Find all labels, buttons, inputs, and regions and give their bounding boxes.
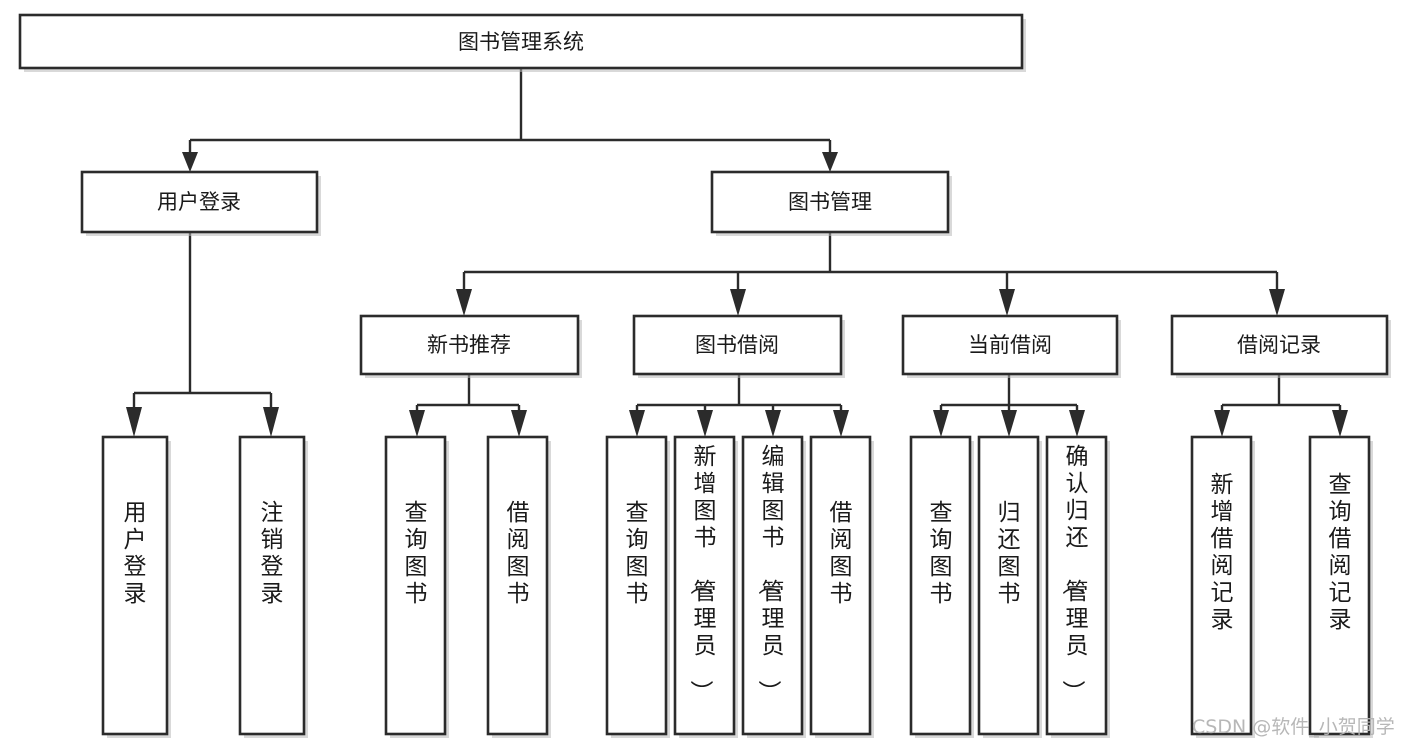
arrowhead-bookborrow-leaf4 — [833, 410, 849, 437]
leaf-borrowrecord-query-record-label: 查询借阅记录 — [1329, 472, 1352, 633]
leaf-bookborrow-query-book-label: 查询图书 — [626, 500, 649, 607]
arrowhead-borrowrecord-leaf2 — [1332, 410, 1348, 437]
leaf-newbook-borrow-book-label: 借阅图书 — [507, 500, 530, 607]
arrowhead-current-borrow — [999, 289, 1015, 316]
node-current-borrow[interactable]: 当前借阅 — [901, 314, 1121, 378]
node-user-login-rect — [80, 170, 319, 234]
arrowhead-borrow-record — [1269, 289, 1285, 316]
leaf-currentborrow-confirm-return-rect — [1045, 435, 1108, 736]
arrowhead-currentborrow-leaf2 — [1001, 410, 1017, 437]
node-root[interactable]: 图书管理系统 — [18, 13, 1026, 72]
node-root-label: 图书管理系统 — [458, 30, 584, 54]
arrowhead-user-login — [182, 152, 198, 172]
node-new-book-recommend-label: 新书推荐 — [427, 333, 511, 357]
leaf-bookborrow-borrow-book[interactable]: 借阅图书 — [809, 435, 874, 738]
leaf-bookborrow-query-book-rect — [605, 435, 668, 736]
arrowhead-bookborrow-leaf3 — [765, 410, 781, 437]
node-new-book-recommend-rect — [359, 314, 580, 376]
arrowhead-book-borrow — [730, 289, 746, 316]
leaf-logout[interactable]: 注销登录 — [238, 435, 308, 738]
leaf-currentborrow-query-book-label: 查询图书 — [930, 500, 953, 607]
leaf-bookborrow-borrow-book-rect — [809, 435, 872, 736]
leaf-currentborrow-query-book-rect — [909, 435, 972, 736]
arrowhead-currentborrow-leaf3 — [1069, 410, 1085, 437]
leaf-logout-label: 注销登录 — [261, 500, 284, 607]
leaf-newbook-query-book[interactable]: 查询图书 — [384, 435, 449, 738]
leaf-currentborrow-return-book-rect — [977, 435, 1040, 736]
leaf-bookborrow-edit-book-label: 编辑图书（管理员） — [756, 444, 785, 703]
node-borrow-record-rect — [1170, 314, 1389, 376]
node-user-login-label: 用户登录 — [157, 190, 241, 214]
arrowhead-newbook-leaf2 — [511, 410, 527, 437]
leaf-bookborrow-borrow-book-label: 借阅图书 — [830, 500, 853, 607]
node-user-login[interactable]: 用户登录 — [80, 170, 321, 236]
node-book-management-rect — [710, 170, 950, 234]
leaf-bookborrow-edit-book-rect — [741, 435, 804, 736]
node-borrow-record[interactable]: 借阅记录 — [1170, 314, 1391, 378]
node-root-rect — [18, 13, 1024, 70]
leaf-newbook-query-book-label: 查询图书 — [405, 500, 428, 607]
leaf-logout-rect — [238, 435, 306, 736]
node-new-book-recommend[interactable]: 新书推荐 — [359, 314, 582, 378]
arrowhead-borrowrecord-leaf1 — [1214, 410, 1230, 437]
arrowhead-bookborrow-leaf2 — [697, 410, 713, 437]
leaf-bookborrow-add-book-label: 新增图书（管理员） — [688, 444, 717, 703]
connector-group — [126, 68, 1348, 437]
leaf-currentborrow-return-book[interactable]: 归还图书 — [977, 435, 1042, 738]
leaf-currentborrow-confirm-return[interactable]: 确认归还（管理员） — [1045, 435, 1110, 738]
node-current-borrow-label: 当前借阅 — [968, 333, 1052, 357]
leaf-user-login-label: 用户登录 — [124, 500, 147, 607]
node-book-borrow-rect — [632, 314, 843, 376]
node-book-management-label: 图书管理 — [788, 190, 872, 214]
leaf-currentborrow-confirm-return-label: 确认归还（管理员） — [1060, 444, 1089, 703]
node-borrow-record-label: 借阅记录 — [1237, 333, 1321, 357]
leaf-bookborrow-add-book[interactable]: 新增图书（管理员） — [673, 435, 738, 738]
arrowhead-bookborrow-leaf1 — [629, 410, 645, 437]
arrowhead-new-book — [456, 289, 472, 316]
leaf-currentborrow-query-book[interactable]: 查询图书 — [909, 435, 974, 738]
arrowhead-currentborrow-leaf1 — [933, 410, 949, 437]
arrowhead-leaf-logout — [263, 407, 279, 437]
leaf-currentborrow-return-book-label: 归还图书 — [998, 500, 1021, 607]
leaf-user-login-rect — [101, 435, 169, 736]
leaf-borrowrecord-query-record[interactable]: 查询借阅记录 — [1308, 435, 1373, 738]
node-book-borrow-label: 图书借阅 — [695, 333, 779, 357]
arrowhead-newbook-leaf1 — [409, 410, 425, 437]
leaf-newbook-borrow-book[interactable]: 借阅图书 — [486, 435, 551, 738]
watermark-text: CSDN @软件_小贺同学 — [1192, 716, 1395, 738]
leaf-newbook-query-book-rect — [384, 435, 447, 736]
leaf-bookborrow-add-book-rect — [673, 435, 736, 736]
leaf-borrowrecord-add-record-label: 新增借阅记录 — [1211, 472, 1234, 633]
node-current-borrow-rect — [901, 314, 1119, 376]
leaf-bookborrow-query-book[interactable]: 查询图书 — [605, 435, 670, 738]
leaf-newbook-borrow-book-rect — [486, 435, 549, 736]
leaf-bookborrow-edit-book[interactable]: 编辑图书（管理员） — [741, 435, 806, 738]
leaf-borrowrecord-add-record[interactable]: 新增借阅记录 — [1190, 435, 1255, 738]
arrowhead-book-mgmt — [822, 152, 838, 172]
node-book-borrow[interactable]: 图书借阅 — [632, 314, 845, 378]
leaf-borrowrecord-add-record-rect — [1190, 435, 1253, 736]
arrowhead-leaf-user-login — [126, 407, 142, 437]
leaf-borrowrecord-query-record-rect — [1308, 435, 1371, 736]
leaf-user-login[interactable]: 用户登录 — [101, 435, 171, 738]
node-book-management[interactable]: 图书管理 — [710, 170, 952, 236]
